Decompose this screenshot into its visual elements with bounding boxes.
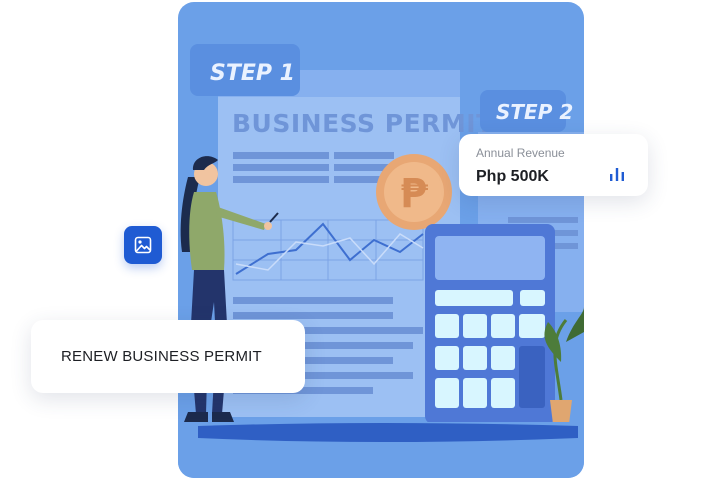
document-title: BUSINESS PERMIT	[232, 109, 494, 138]
ground-shadow	[198, 423, 578, 442]
image-icon	[134, 236, 152, 254]
step1-label: STEP 1	[210, 61, 295, 86]
renew-business-permit-card[interactable]: RENEW BUSINESS PERMIT	[31, 320, 305, 393]
step2-badge	[480, 90, 566, 132]
business-permit-illustration: BUSINESS PERMIT	[178, 44, 584, 478]
step2-label: STEP 2	[496, 100, 573, 124]
annual-revenue-value: Php 500K	[476, 168, 549, 185]
annual-revenue-card: Annual Revenue Php 500K	[459, 134, 648, 196]
document-chart-line-secondary	[235, 233, 424, 271]
peso-symbol: ₱	[400, 171, 428, 217]
annual-revenue-label: Annual Revenue	[476, 146, 565, 160]
calculator-screen	[435, 236, 545, 280]
bar-chart-icon	[610, 168, 624, 181]
step1-badge	[190, 44, 300, 96]
potted-plant	[544, 307, 584, 424]
hero-illustration: BUSINESS PERMIT	[178, 2, 584, 478]
document-lines	[233, 152, 423, 394]
renew-business-permit-label: RENEW BUSINESS PERMIT	[61, 348, 262, 365]
calculator-keys	[435, 290, 545, 408]
image-badge[interactable]	[124, 226, 162, 264]
document-chart-grid	[232, 219, 424, 281]
